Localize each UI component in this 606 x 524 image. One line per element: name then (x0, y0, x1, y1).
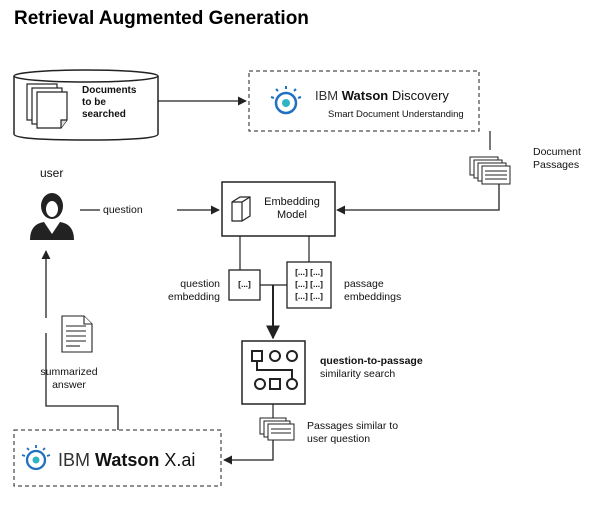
passages-similar-line1: Passages similar to (307, 420, 399, 432)
passage-token-row3: [...] [...] (295, 291, 323, 301)
documents-label: Documents to be searched (82, 85, 136, 121)
document-passages-icon (469, 156, 511, 185)
question-embedding-line1: question (180, 278, 220, 290)
similarity-search-line1: question-to-passage (320, 355, 423, 367)
passages-similar-line2: user question (307, 433, 371, 445)
passage-embeddings-line1: passage (344, 278, 384, 290)
passage-embeddings-line2: embeddings (344, 291, 402, 303)
summarized-answer-label: summarized answer (34, 366, 104, 392)
watsonx-ibm: IBM (58, 450, 91, 470)
answer-document-icon (61, 315, 93, 353)
watsonx-brand: IBM Watson X.ai (58, 450, 195, 470)
arrow-passages-to-watsonx (223, 440, 274, 465)
similar-passages-icon (259, 417, 295, 441)
summarized-answer-line1: summarized (40, 366, 98, 378)
discovery-brand: IBM Watson Discovery (315, 88, 449, 103)
passage-embeddings-box (286, 261, 332, 309)
discovery-watson: Watson (341, 88, 389, 103)
embedding-model-label: Embedding Model (257, 196, 327, 222)
watsonx-product: X.ai (164, 450, 196, 470)
documents-stack-icon (26, 83, 68, 129)
question-embedding-label: question embedding (150, 278, 220, 304)
passage-embeddings-label: passage embeddings (344, 278, 401, 304)
document-passages-line1: Document (533, 146, 581, 158)
watsonx-watson: Watson (95, 450, 160, 470)
discovery-product: Discovery (391, 88, 449, 103)
document-passages-line2: Passages (533, 159, 580, 171)
question-label: question (103, 204, 143, 216)
cube-icon (231, 196, 251, 222)
document-passages-label: Document Passages (533, 146, 581, 172)
discovery-subtitle: Smart Document Understanding (328, 109, 464, 120)
user-icon (30, 193, 74, 240)
embedding-model-line1: Embedding (264, 196, 320, 208)
summarized-answer-line2: answer (52, 379, 86, 391)
question-embedding-box (228, 269, 261, 301)
watsonx-logo-icon (21, 445, 51, 471)
watsonx-box (13, 429, 222, 487)
documents-label-line1: Documents (82, 85, 137, 96)
similarity-search-line2: similarity search (320, 368, 396, 380)
similarity-network-icon (251, 350, 298, 390)
passages-similar-label: Passages similar to user question (307, 420, 398, 446)
passage-token-row1: [...] [...] (295, 267, 323, 277)
arrow-passages-to-embedding (336, 184, 500, 215)
documents-label-line3: searched (82, 109, 126, 120)
line-watsonx-to-answer (45, 333, 119, 430)
passage-token-row2: [...] [...] (295, 279, 323, 289)
watson-discovery-logo-icon (270, 86, 302, 115)
embedding-model-line2: Model (277, 209, 307, 221)
discovery-ibm: IBM (315, 88, 339, 103)
passage-embeddings-tokens: [...] [...] [...] [...] [...] [...] (287, 266, 331, 302)
question-embedding-line2: embedding (168, 291, 220, 303)
documents-label-line2: to be (82, 97, 106, 108)
page-title: Retrieval Augmented Generation (14, 8, 309, 29)
question-embedding-token: [...] (238, 279, 251, 289)
similarity-search-label: question-to-passage similarity search (320, 355, 423, 381)
user-label: user (40, 166, 64, 180)
